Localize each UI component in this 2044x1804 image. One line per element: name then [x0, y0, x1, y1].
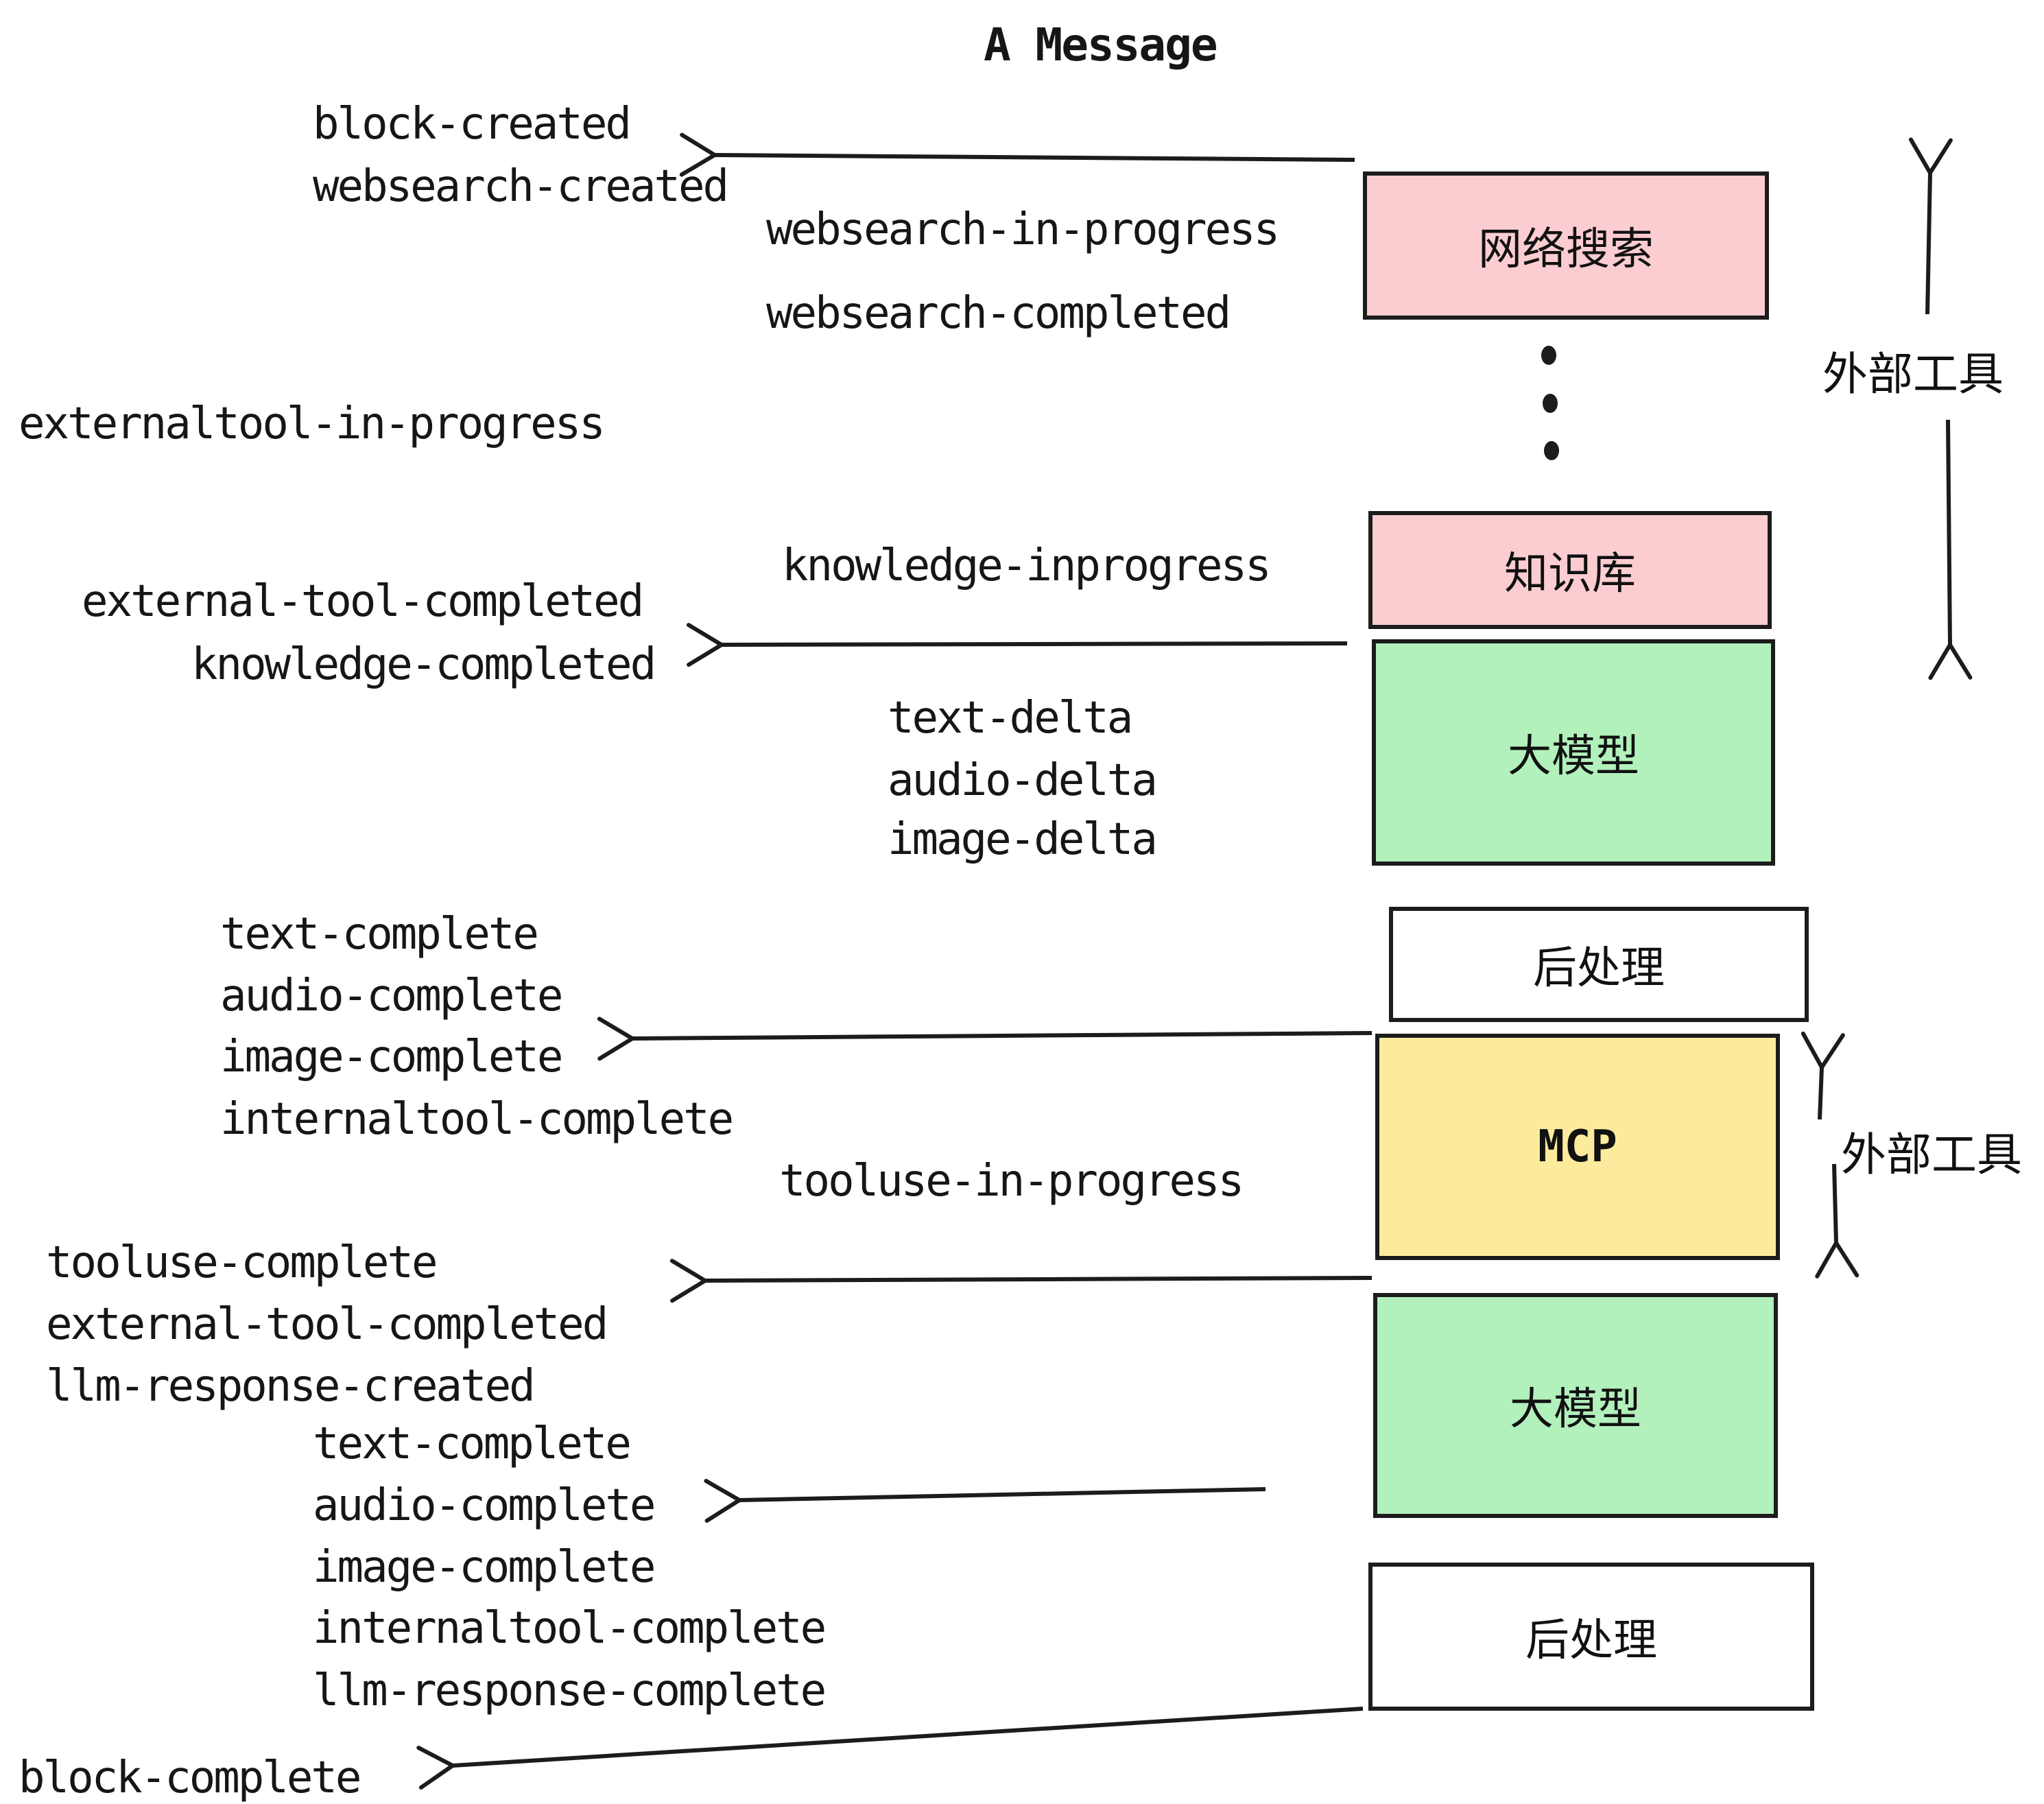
event-websearch-created: websearch-created — [313, 161, 729, 212]
arrow-up-external-tool-bottom-icon — [1801, 1031, 1845, 1120]
arrow-block-complete-icon — [416, 1707, 1364, 1790]
arrow-down-external-tool-top-icon — [1928, 419, 1973, 680]
external-tool-label-top: 外部工具 — [1822, 348, 2004, 401]
websearch-box-label: 网络搜索 — [1478, 224, 1654, 275]
knowledge-box-label: 知识库 — [1504, 549, 1636, 600]
post-bottom-box: 后处理 — [1368, 1563, 1814, 1711]
event-audio-complete: audio-complete — [220, 971, 563, 1021]
event-externaltool-in-progress: externaltool-in-progress — [19, 399, 606, 449]
websearch-box: 网络搜索 — [1363, 171, 1769, 320]
post-top-box-label: 后处理 — [1533, 943, 1665, 994]
event-llm-response-complete: llm-response-complete — [313, 1665, 827, 1716]
event-text-complete: text-complete — [220, 909, 539, 960]
event-internaltool-complete-2: internaltool-complete — [313, 1603, 827, 1654]
arrow-audio-complete-icon — [704, 1479, 1266, 1523]
event-knowledge-inprogress: knowledge-inprogress — [782, 541, 1272, 591]
event-tooluse-in-progress: tooluse-in-progress — [779, 1156, 1244, 1207]
arrow-tooluse-complete-icon — [669, 1259, 1372, 1303]
event-text-delta: text-delta — [888, 693, 1133, 744]
mcp-box: MCP — [1375, 1034, 1780, 1260]
post-top-box: 后处理 — [1389, 907, 1809, 1022]
arrow-down-external-tool-bottom-icon — [1815, 1163, 1859, 1279]
llm-bottom-box: 大模型 — [1373, 1293, 1778, 1518]
post-bottom-box-label: 后处理 — [1525, 1615, 1657, 1666]
event-llm-response-created: llm-response-created — [46, 1361, 536, 1412]
event-external-tool-completed-2: external-tool-completed — [46, 1299, 608, 1350]
event-image-complete: image-complete — [220, 1032, 563, 1082]
arrow-up-external-tool-top-icon — [1908, 137, 1953, 315]
event-text-complete-2: text-complete — [313, 1419, 632, 1469]
event-audio-complete-2: audio-complete — [313, 1480, 656, 1531]
event-audio-delta: audio-delta — [888, 755, 1158, 806]
event-tooluse-complete: tooluse-complete — [46, 1237, 438, 1288]
event-knowledge-completed: knowledge-completed — [191, 639, 656, 690]
llm-top-box: 大模型 — [1372, 639, 1775, 866]
event-block-complete: block-complete — [19, 1753, 361, 1803]
ellipsis-dots-icon — [1541, 346, 1559, 460]
arrow-knowledge-completed-icon — [686, 623, 1348, 667]
event-websearch-in-progress: websearch-in-progress — [766, 204, 1280, 255]
mcp-box-label: MCP — [1538, 1121, 1617, 1172]
event-image-complete-2: image-complete — [313, 1542, 656, 1593]
event-block-created: block-created — [313, 99, 632, 150]
llm-bottom-box-label: 大模型 — [1510, 1384, 1641, 1435]
external-tool-label-bottom: 外部工具 — [1841, 1128, 2022, 1181]
arrow-image-complete-icon — [597, 1017, 1372, 1061]
llm-top-box-label: 大模型 — [1508, 731, 1639, 782]
arrow-block-created-icon — [679, 132, 1355, 177]
knowledge-box: 知识库 — [1368, 511, 1772, 629]
event-internaltool-complete: internaltool-complete — [220, 1094, 734, 1145]
page-title: A Message — [984, 19, 1218, 71]
event-websearch-completed: websearch-completed — [766, 288, 1231, 339]
event-external-tool-completed: external-tool-completed — [82, 576, 644, 627]
event-image-delta: image-delta — [888, 814, 1158, 865]
